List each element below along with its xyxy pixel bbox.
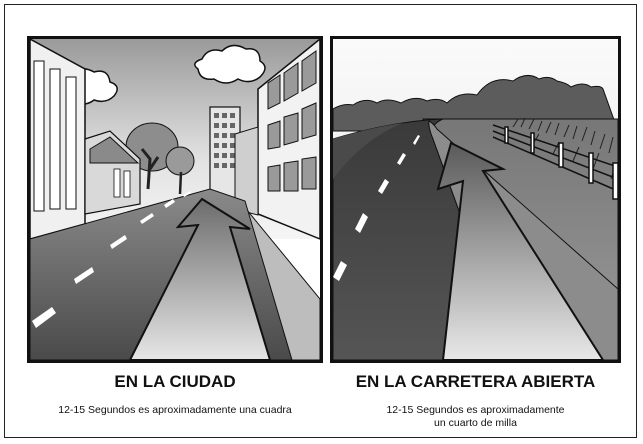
city-title: EN LA CIUDAD — [114, 372, 236, 391]
city-caption-line: 12-15 Segundos es aproximadamente una cu… — [58, 404, 292, 416]
highway-title: EN LA CARRETERA ABIERTA — [355, 372, 596, 391]
highway-caption-line-2: un cuarto de milla — [434, 417, 517, 429]
highway-caption-line-1: 12-15 Segundos es aproximadamente — [386, 404, 565, 416]
city-scene-image — [27, 36, 323, 363]
highway-caption: 12-15 Segundos es aproximadamente un cua… — [330, 404, 621, 430]
highway-scene-image — [330, 36, 621, 363]
city-caption: 12-15 Segundos es aproximadamente una cu… — [20, 404, 330, 417]
